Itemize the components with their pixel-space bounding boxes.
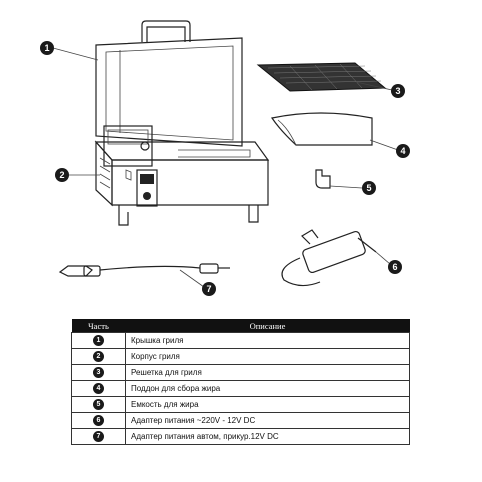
part-description: Поддон для сбора жира xyxy=(125,380,410,397)
callout-7: 7 xyxy=(202,282,216,296)
part-description: Емкость для жира xyxy=(125,396,410,413)
table-row: 4 Поддон для сбора жира xyxy=(71,380,410,397)
svg-text:7: 7 xyxy=(206,284,211,294)
svg-text:4: 4 xyxy=(400,146,405,156)
part-description: Корпус гриля xyxy=(125,348,410,365)
leader-lines xyxy=(52,47,399,288)
table-row: 1 Крышка гриля xyxy=(71,332,410,349)
ac-adapter xyxy=(281,229,377,287)
car-adapter xyxy=(58,263,230,277)
svg-text:1: 1 xyxy=(44,43,49,53)
svg-text:3: 3 xyxy=(395,86,400,96)
part-description: Крышка гриля xyxy=(125,332,410,349)
part-number-badge: 1 xyxy=(93,335,104,346)
header-part: Часть xyxy=(71,319,126,333)
callout-6: 6 xyxy=(388,260,402,274)
svg-text:5: 5 xyxy=(366,183,371,193)
part-number-badge: 7 xyxy=(93,431,104,442)
callout-4: 4 xyxy=(396,144,410,158)
table-row: 5 Емкость для жира xyxy=(71,396,410,413)
table-row: 6 Адаптер питания ~220V - 12V DC xyxy=(71,412,410,429)
part-number-badge: 5 xyxy=(93,399,104,410)
header-description: Описание xyxy=(125,319,410,333)
svg-text:6: 6 xyxy=(392,262,397,272)
table-header-row: Часть Описание xyxy=(71,319,410,333)
part-number-badge: 6 xyxy=(93,415,104,426)
grease-tray xyxy=(271,112,373,146)
part-description: Адаптер питания автом, прикур.12V DC xyxy=(125,428,410,445)
parts-table: Часть Описание 1 Крышка гриля 2 Корпус г… xyxy=(71,319,410,445)
grill-grate xyxy=(256,62,387,92)
part-number-badge: 2 xyxy=(93,351,104,362)
grease-cup xyxy=(315,169,331,189)
grill-lid xyxy=(95,20,243,147)
parts-diagram: 1 2 3 4 5 6 7 xyxy=(40,20,410,296)
callout-5: 5 xyxy=(362,181,376,195)
table-row: 2 Корпус гриля xyxy=(71,348,410,365)
table-row: 3 Решетка для гриля xyxy=(71,364,410,381)
part-number-badge: 3 xyxy=(93,367,104,378)
callout-1: 1 xyxy=(40,41,54,55)
callout-2: 2 xyxy=(55,168,69,182)
part-number-badge: 4 xyxy=(93,383,104,394)
svg-text:2: 2 xyxy=(59,170,64,180)
grill-body xyxy=(94,125,270,226)
part-description: Решетка для гриля xyxy=(125,364,410,381)
callout-3: 3 xyxy=(391,84,405,98)
table-row: 7 Адаптер питания автом, прикур.12V DC xyxy=(71,428,410,445)
part-description: Адаптер питания ~220V - 12V DC xyxy=(125,412,410,429)
